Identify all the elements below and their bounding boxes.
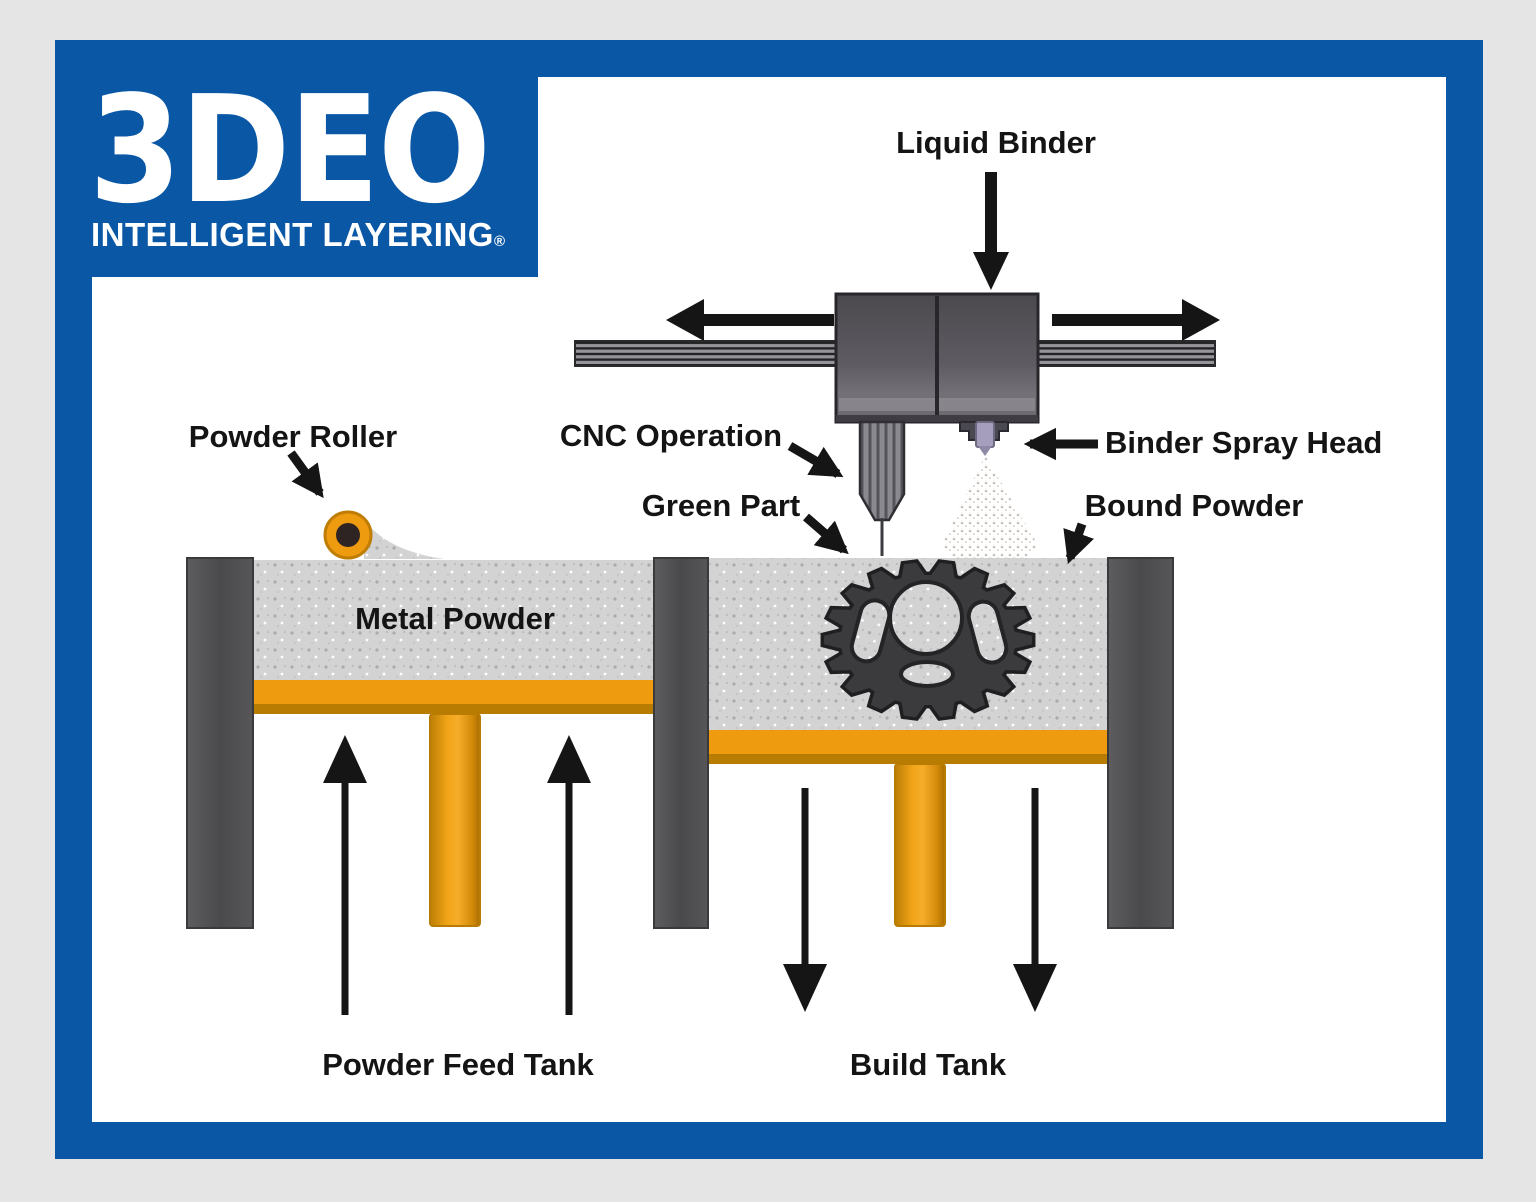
diagram-frame xyxy=(55,40,1483,1159)
powder-ramp xyxy=(364,520,444,559)
print-head xyxy=(834,292,1040,424)
cnc-operation-pointer xyxy=(787,442,844,478)
liquid-binder-arrow xyxy=(973,172,1009,290)
registered-mark: ® xyxy=(493,233,506,250)
feed-tank-up-arrow-left xyxy=(323,735,367,1015)
label-bound-powder: Bound Powder xyxy=(1084,488,1304,523)
feed-tank-up-arrow-right xyxy=(547,735,591,1015)
green-part-gear xyxy=(822,561,1033,719)
powder-roller-graphic xyxy=(323,510,373,560)
logo-box: 3DEO INTELLIGENT LAYERING® xyxy=(55,40,538,277)
label-green-part: Green Part xyxy=(641,488,801,523)
binder-spray-nozzle xyxy=(959,421,1009,456)
label-powder-roller: Powder Roller xyxy=(188,419,398,454)
powder-feed-tank-graphic xyxy=(253,520,654,927)
label-build-tank: Build Tank xyxy=(849,1047,1007,1082)
middle-tank-wall xyxy=(653,557,709,929)
build-tank-down-arrow-right xyxy=(1013,788,1057,1012)
bound-powder-pointer xyxy=(1063,522,1094,564)
build-tank-down-arrow-left xyxy=(783,788,827,1012)
right-motion-arrow xyxy=(1052,299,1220,341)
left-tank-wall xyxy=(186,557,254,929)
left-motion-arrow xyxy=(666,299,834,341)
powder-roller-pointer xyxy=(287,450,324,499)
green-part-pointer xyxy=(803,513,849,555)
cnc-drill-bit xyxy=(858,420,906,556)
right-tank-wall xyxy=(1107,557,1174,929)
brand-tagline: INTELLIGENT LAYERING® xyxy=(91,216,506,253)
label-metal-powder: Metal Powder xyxy=(355,601,555,636)
label-cnc-operation: CNC Operation xyxy=(559,418,783,453)
spray-cone xyxy=(942,455,1038,563)
brand-logo: 3DEO xyxy=(89,64,491,236)
label-powder-feed-tank: Powder Feed Tank xyxy=(322,1047,594,1082)
label-binder-spray-head: Binder Spray Head xyxy=(1105,425,1383,460)
label-liquid-binder: Liquid Binder xyxy=(896,125,1096,160)
